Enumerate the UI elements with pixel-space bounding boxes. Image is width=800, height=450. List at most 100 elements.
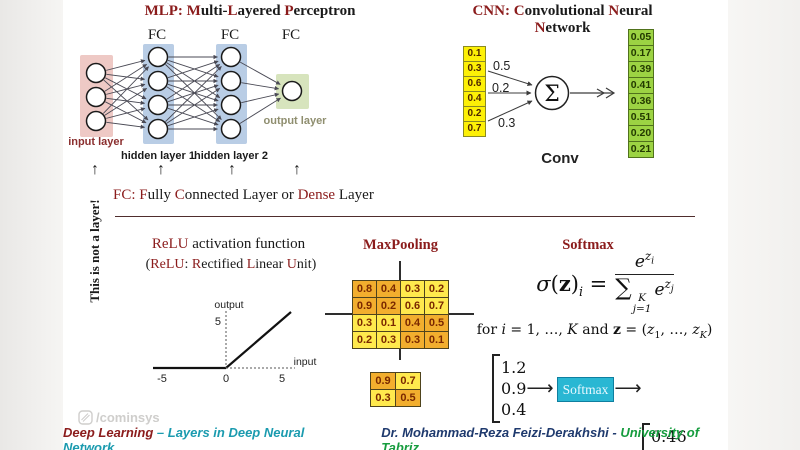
relu-xtick-0: 0 xyxy=(223,373,229,385)
layer-box xyxy=(216,44,247,144)
pool-cell: 0.1 xyxy=(425,332,448,348)
vector-value: 0.34 xyxy=(651,447,800,450)
left-gutter xyxy=(0,0,63,450)
formula-lhs: σ(z)i = xyxy=(536,271,608,300)
connection-line xyxy=(102,66,149,114)
pool-cell: 0.3 xyxy=(401,281,424,297)
softmax-title: Softmax xyxy=(562,237,614,253)
connection-line xyxy=(105,77,147,100)
relu-ytick-5: 5 xyxy=(215,316,221,328)
fc-note: FC: Fully Connected Layer or Dense Layer xyxy=(113,187,374,203)
neuron-node xyxy=(220,70,242,92)
pool-cell: 0.5 xyxy=(396,390,420,406)
cnn-diagram: Σ xyxy=(487,70,616,122)
pool-cell: 0.4 xyxy=(401,315,424,331)
pool-cell: 0.5 xyxy=(425,315,448,331)
cnn-title: CNN: Convolutional Neural Network xyxy=(472,3,653,36)
value-cell: 0.41 xyxy=(628,77,654,94)
pool-cell: 0.9 xyxy=(371,373,395,389)
hidden-layer-1-label: hidden layer 1 xyxy=(121,150,195,162)
up-arrow-4: ↑ xyxy=(293,161,301,178)
value-cell: 0.51 xyxy=(628,109,654,126)
pool-cell: 0.4 xyxy=(377,281,400,297)
layer-box xyxy=(143,44,174,144)
connection-line xyxy=(106,59,146,71)
value-cell: 0.21 xyxy=(628,141,654,158)
conv-label: Conv xyxy=(541,150,579,167)
value-cell: 0.7 xyxy=(463,121,486,137)
pool-cell: 0.7 xyxy=(425,298,448,314)
neuron-node xyxy=(147,118,169,140)
pool-cell: 0.3 xyxy=(377,332,400,348)
pool-cell: 0.8 xyxy=(353,281,376,297)
maxpool-title: MaxPooling xyxy=(363,237,438,253)
relu-subtitle: (ReLU: Rectified Linear Unit) xyxy=(145,257,317,272)
connection-line xyxy=(239,97,281,124)
relu-title: ReLU activation function xyxy=(151,236,306,252)
connection-line xyxy=(239,61,281,85)
watermark: /cominsys xyxy=(78,410,160,425)
vector-value: 0.4 xyxy=(501,400,527,419)
connection-line xyxy=(165,64,222,120)
connection-line xyxy=(167,83,219,102)
neuron-node xyxy=(85,86,107,108)
connection-line xyxy=(167,60,219,79)
softmax-output-vector: 0.460.340.20 xyxy=(642,423,800,450)
pool-cell: 0.3 xyxy=(401,332,424,348)
connection-line xyxy=(106,83,146,95)
pool-cell: 0.9 xyxy=(353,298,376,314)
relu-plot: output 5 input -5 0 5 xyxy=(153,299,317,385)
connection-line xyxy=(166,86,221,122)
softmax-box: Softmax xyxy=(557,377,614,402)
connection-line xyxy=(106,73,146,81)
connection-line xyxy=(167,108,219,127)
connection-line xyxy=(241,92,280,104)
hidden-layer-2-label: hidden layer 2 xyxy=(194,150,268,162)
neuron-node xyxy=(147,46,169,68)
relu-input-label: input xyxy=(294,356,317,368)
footer-credits: Deep Learning – Layers in Deep Neural Ne… xyxy=(63,425,738,450)
up-arrow-3: ↑ xyxy=(228,161,236,178)
footer-author: Dr. Mohammad-Reza Feizi-Derakhshi - Univ… xyxy=(381,425,700,450)
neuron-node xyxy=(85,110,107,132)
relu-output-label: output xyxy=(214,299,243,311)
value-cell: 0.05 xyxy=(628,29,654,46)
connection-line xyxy=(165,66,222,122)
relu-xtick-5: 5 xyxy=(279,373,285,385)
neuron-node xyxy=(147,70,169,92)
connection-line xyxy=(106,97,146,105)
value-cell: 0.20 xyxy=(628,125,654,142)
neuron-node xyxy=(85,62,107,84)
output-layer-label: output layer xyxy=(263,115,327,127)
cnn-weight-3: 0.3 xyxy=(498,116,516,130)
sum-node xyxy=(534,75,570,111)
footer-course: Deep Learning – Layers in Deep Neural Ne… xyxy=(63,425,305,450)
section-divider xyxy=(115,216,695,217)
softmax-arrow-in: ⟶ xyxy=(526,378,554,399)
pool-cell: 0.6 xyxy=(401,298,424,314)
connection-line xyxy=(106,121,146,129)
value-cell: 0.39 xyxy=(628,61,654,78)
value-cell: 0.17 xyxy=(628,45,654,62)
connection-line xyxy=(106,107,146,119)
connection-line xyxy=(105,101,147,124)
neuron-node xyxy=(147,94,169,116)
softmax-arrow-out: ⟶ xyxy=(614,378,642,399)
neuron-node xyxy=(220,118,242,140)
softmax-condition: for i = 1, …, K and z = (z1, …, zK) xyxy=(476,322,713,341)
connection-line xyxy=(104,63,148,92)
fc-label-3: FC xyxy=(281,27,301,43)
sigma-symbol: Σ xyxy=(544,82,560,107)
pool-cell: 0.3 xyxy=(353,315,376,331)
connection-line xyxy=(167,59,219,78)
watermark-text: /cominsys xyxy=(96,410,160,425)
pool-cell: 0.1 xyxy=(377,315,400,331)
